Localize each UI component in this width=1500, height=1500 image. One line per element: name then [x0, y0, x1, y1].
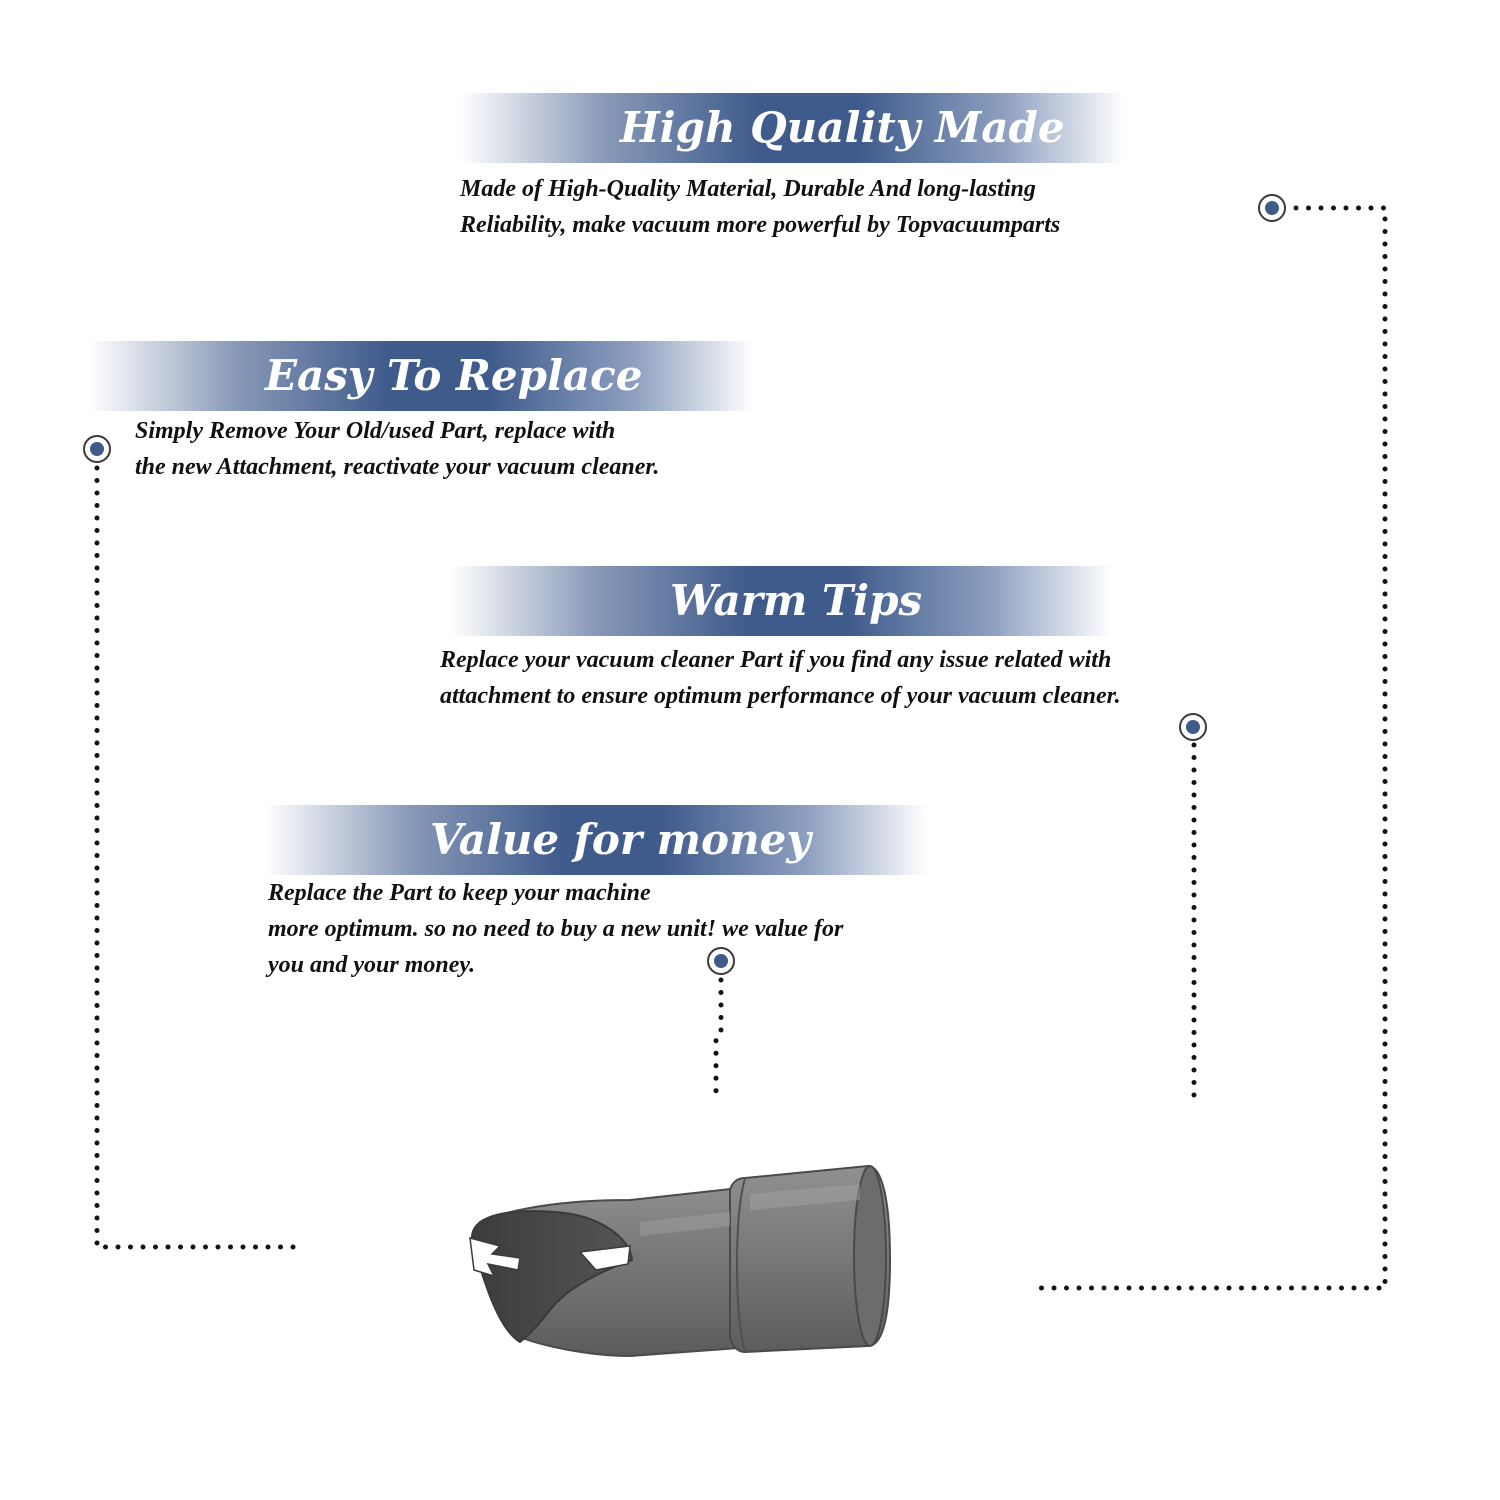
banner-easy-replace: Easy To Replace [90, 341, 754, 411]
section-text-easy-replace: Simply Remove Your Old/used Part, replac… [135, 413, 659, 485]
text-line: Reliability, make vacuum more powerful b… [460, 212, 1061, 238]
marker-easy-replace-icon [83, 435, 111, 463]
marker-value-money-icon [707, 947, 735, 975]
banner-high-quality: High Quality Made [460, 93, 1124, 163]
banner-value-money: Value for money [265, 805, 927, 875]
text-line: you and your money. [268, 952, 476, 978]
text-line: Replace the Part to keep your machine [268, 880, 651, 906]
text-line: attachment to ensure optimum performance… [440, 683, 1121, 709]
text-line: Simply Remove Your Old/used Part, replac… [135, 418, 616, 444]
connector-value-money [713, 977, 724, 1095]
marker-high-quality-icon [1258, 194, 1286, 222]
section-text-warm-tips: Replace your vacuum cleaner Part if you … [440, 642, 1121, 714]
section-title-warm-tips: Warm Tips [670, 576, 923, 625]
text-line: more optimum. so no need to buy a new un… [268, 916, 844, 942]
section-text-high-quality: Made of High-Quality Material, Durable A… [460, 171, 1060, 243]
section-title-high-quality: High Quality Made [620, 103, 1065, 152]
banner-warm-tips: Warm Tips [450, 566, 1112, 636]
text-line: Made of High-Quality Material, Durable A… [460, 176, 1036, 202]
text-line: Replace your vacuum cleaner Part if you … [440, 647, 1112, 673]
section-title-easy-replace: Easy To Replace [265, 351, 643, 400]
section-title-value-money: Value for money [430, 815, 811, 864]
vacuum-nozzle-attachment-icon [469, 1164, 892, 1358]
connector-high-quality [1027, 205, 1388, 1291]
connector-easy-replace [94, 465, 298, 1250]
marker-warm-tips-icon [1179, 713, 1207, 741]
text-line: the new Attachment, reactivate your vacu… [135, 454, 660, 480]
section-text-value-money: Replace the Part to keep your machine mo… [268, 875, 843, 983]
